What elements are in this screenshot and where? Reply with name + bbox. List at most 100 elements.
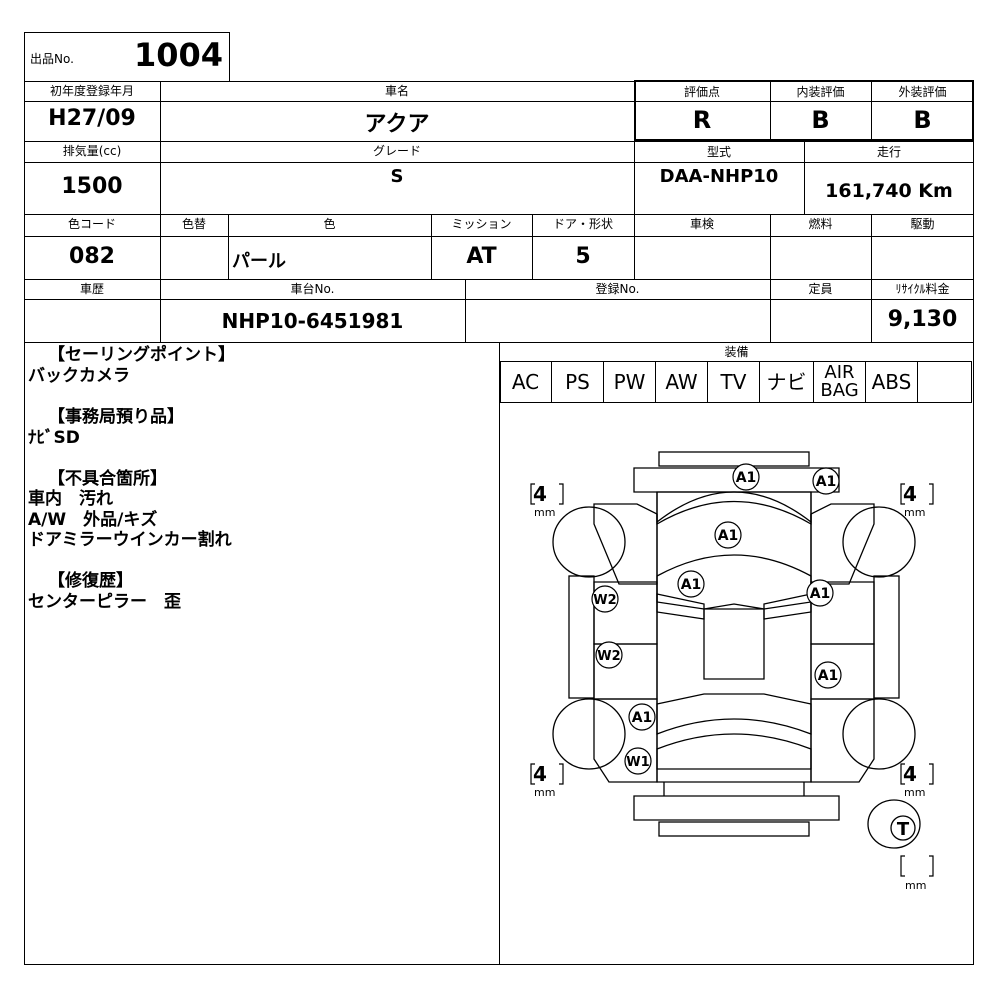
table-line	[804, 141, 805, 214]
damage-marker	[814, 661, 842, 689]
right-rocker	[873, 575, 900, 699]
tire-unit: mm	[534, 506, 555, 519]
equip-air: AIR	[824, 362, 855, 383]
bracket-left	[900, 483, 905, 505]
mark-label: A1	[818, 668, 839, 684]
bracket-left	[900, 763, 905, 785]
mark-label: A1	[718, 528, 739, 544]
recycle-value: 9,130	[887, 307, 958, 332]
table-line	[160, 214, 161, 279]
defect-text-1: 車内 汚れ	[28, 489, 113, 509]
office-items-text: ﾅﾋﾞSD	[28, 428, 80, 448]
first-reg-value: H27/09	[48, 106, 136, 131]
header-chassis: 車台No.	[290, 282, 335, 296]
interior-value: B	[811, 106, 830, 134]
rear-left-tire	[552, 698, 626, 770]
table-line	[24, 299, 974, 300]
mileage-value: 161,740 Km	[825, 180, 953, 202]
rear-window	[656, 693, 812, 735]
tire-unit: mm	[904, 786, 925, 799]
table-line	[24, 141, 974, 142]
rear-bumper-corner	[633, 795, 840, 821]
windshield	[656, 554, 812, 610]
bracket-right	[559, 763, 564, 785]
vehicle-damage-diagram: A1 A1 A1 A1 A1 A1 A1 W2 W2 W1 4 4 4 4 mm…	[530, 451, 934, 892]
equip-navi: ナビ	[760, 362, 814, 402]
office-items-title: 【事務局預り品】	[48, 407, 184, 427]
bracket-left	[530, 483, 535, 505]
lot-label: 出品No.	[30, 52, 74, 66]
header-mission: ミッション	[451, 217, 512, 231]
header-door-shape: ドア・形状	[552, 217, 613, 231]
table-line	[431, 214, 432, 279]
lot-number: 1004	[134, 36, 224, 74]
table-line	[871, 279, 872, 343]
table-line	[160, 279, 161, 343]
damage-marker	[812, 467, 840, 495]
header-displacement: 排気量(cc)	[62, 144, 122, 158]
color-value: パール	[232, 251, 286, 272]
grade-value: S	[390, 166, 404, 187]
header-color: 色	[323, 217, 336, 231]
equip-abs: ABS	[866, 362, 918, 402]
table-line	[24, 214, 974, 215]
defect-text-3: ドアミラーウインカー割れ	[28, 530, 232, 550]
equip-pw: PW	[604, 362, 656, 402]
bracket-right	[929, 855, 934, 877]
header-exterior: 外装評価	[898, 85, 947, 99]
table-line	[24, 279, 974, 280]
header-reg-no: 登録No.	[595, 282, 640, 296]
section-divider	[499, 342, 500, 965]
defect-text-2: A/W 外品/キズ	[28, 510, 158, 530]
rear-right-tire	[842, 698, 916, 770]
header-car-name: 車名	[384, 84, 409, 98]
table-line	[634, 81, 635, 279]
front-right-tire	[842, 506, 916, 578]
equip-blank	[918, 362, 972, 402]
equip-tv: TV	[708, 362, 760, 402]
table-line	[160, 81, 161, 214]
displacement-value: 1500	[61, 174, 123, 199]
header-interior: 内装評価	[796, 85, 845, 99]
spare-tire	[867, 799, 921, 849]
table-line	[770, 81, 771, 141]
repair-text: センターピラー 歪	[28, 592, 181, 612]
tire-tread-rl: 4	[533, 762, 547, 786]
mark-label: W2	[593, 593, 616, 608]
hood-outline	[656, 491, 812, 524]
damage-marker	[591, 585, 619, 613]
header-inspection: 車検	[689, 217, 714, 231]
header-score: 評価点	[683, 85, 720, 99]
header-fuel: 燃料	[808, 217, 833, 231]
table-line	[770, 279, 771, 343]
tire-tread-rr: 4	[903, 762, 917, 786]
damage-marker	[732, 463, 760, 491]
header-capacity: 定員	[808, 282, 833, 296]
header-history: 車歴	[79, 282, 104, 296]
mark-label: W2	[597, 649, 620, 664]
exterior-value: B	[913, 106, 932, 134]
header-drive: 駆動	[910, 217, 935, 231]
tire-tread-fl: 4	[533, 482, 547, 506]
front-bumper	[658, 451, 810, 467]
mark-label: A1	[816, 474, 837, 490]
selling-point-text: バックカメラ	[28, 366, 130, 386]
rear-bumper	[658, 821, 810, 837]
mission-value: AT	[466, 244, 497, 269]
table-line	[770, 214, 771, 279]
mark-label: A1	[736, 470, 757, 486]
selling-point-title: 【セーリングポイント】	[48, 345, 235, 365]
tire-tread-fr: 4	[903, 482, 917, 506]
damage-marker	[624, 747, 652, 775]
equip-airbag: AIR BAG	[814, 362, 866, 402]
table-line	[24, 162, 974, 163]
damage-marker	[806, 579, 834, 607]
right-mirror	[763, 593, 812, 620]
header-recycle: ﾘｻｲｸﾙ料金	[895, 282, 950, 296]
door-shape-value: 5	[575, 244, 591, 269]
defect-title: 【不具合箇所】	[48, 469, 167, 489]
equip-ps: PS	[552, 362, 604, 402]
rear-right-fender	[810, 698, 875, 783]
mark-label: W1	[626, 755, 649, 770]
body-outline	[656, 514, 812, 770]
